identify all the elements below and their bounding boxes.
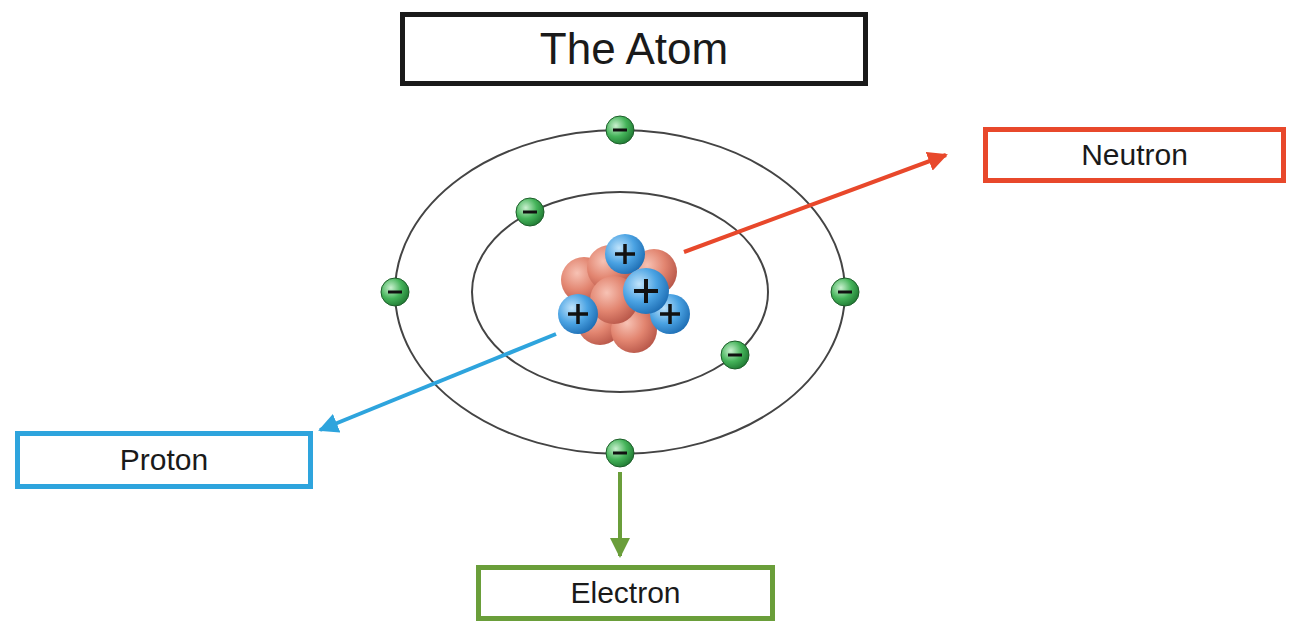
part-label: Proton (120, 443, 208, 477)
electron-sphere (381, 278, 409, 306)
leader-arrow (684, 155, 946, 252)
title-box: The Atom (400, 12, 868, 86)
label-box: Proton (15, 431, 313, 489)
title-text: The Atom (540, 24, 728, 74)
electron-sphere (721, 341, 749, 369)
electrons (381, 116, 859, 467)
part-label: Neutron (1081, 138, 1188, 172)
part-label: Electron (570, 576, 680, 610)
label-box: Electron (476, 565, 775, 621)
leader-arrow (320, 334, 556, 430)
electron-sphere (606, 116, 634, 144)
label-box: Neutron (983, 127, 1286, 183)
proton-sphere (558, 294, 598, 334)
nucleus (558, 234, 690, 353)
inner-orbit (472, 192, 768, 392)
leader-arrow (618, 472, 622, 556)
proton-sphere (623, 268, 669, 314)
electron-sphere (516, 198, 544, 226)
proton-sphere (605, 234, 645, 274)
outer-orbit (395, 130, 845, 454)
electron-sphere (606, 439, 634, 467)
electron-sphere (831, 278, 859, 306)
